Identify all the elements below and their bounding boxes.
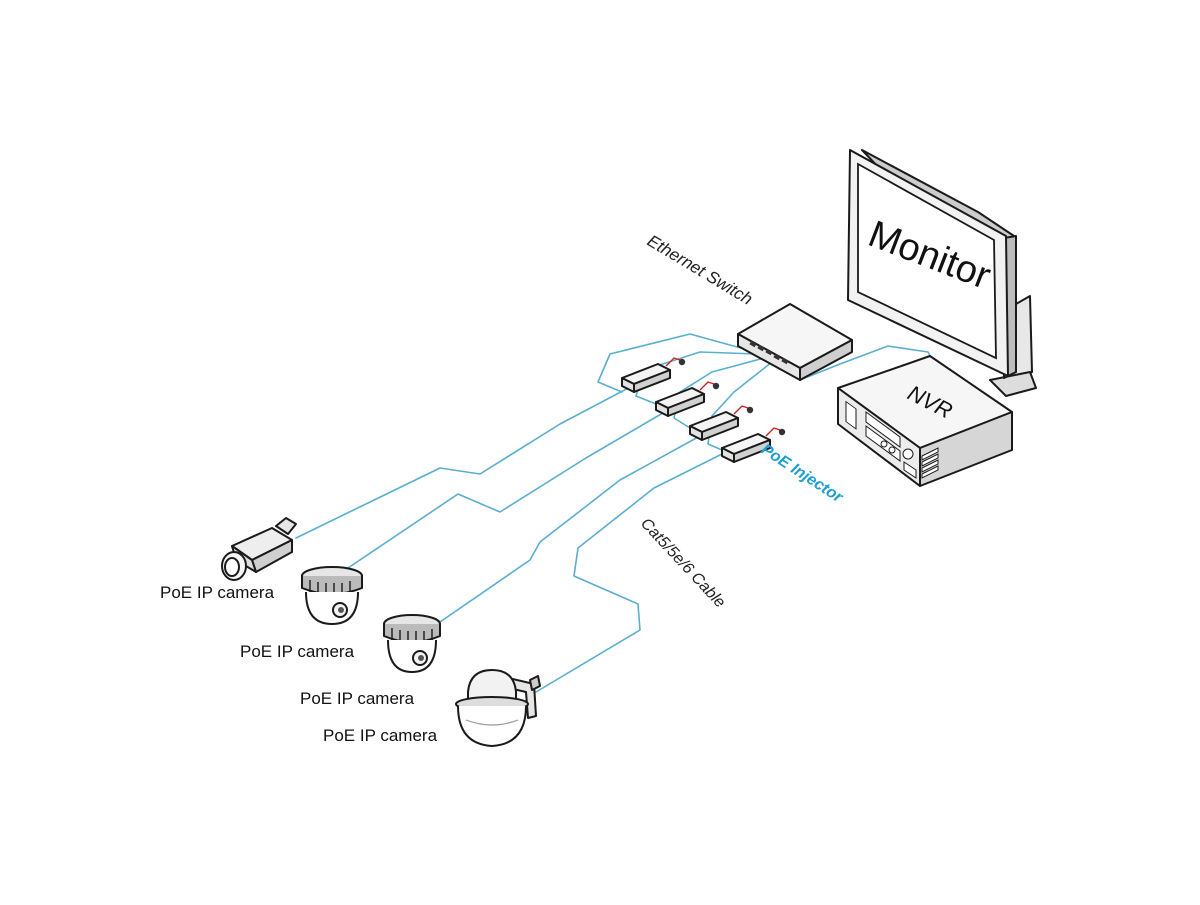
cable-injector-4-camera-4 bbox=[535, 451, 727, 693]
nvr-side bbox=[919, 411, 1013, 487]
camera-label-4: PoE IP camera bbox=[323, 726, 438, 745]
poe-injector-label: PoE Injector bbox=[758, 441, 846, 507]
monitor-screen bbox=[857, 162, 997, 360]
box-camera-icon bbox=[221, 517, 297, 581]
camera-label-2: PoE IP camera bbox=[240, 642, 355, 661]
camera-label-1: PoE IP camera bbox=[160, 583, 275, 602]
cables bbox=[295, 333, 937, 693]
cable-switch-injector-1 bbox=[597, 333, 749, 393]
switch-ports bbox=[749, 340, 789, 365]
cable-label: Cat5/5e/6 Cable bbox=[637, 515, 728, 611]
monitor-icon: Monitor bbox=[847, 149, 1037, 397]
dome-camera-icon bbox=[301, 566, 363, 625]
ethernet-switch-label: Ethernet Switch bbox=[644, 231, 756, 309]
speed-dome-camera-icon bbox=[455, 669, 541, 747]
poe-injector-icon bbox=[655, 381, 720, 417]
nvr-icon: NVR bbox=[837, 355, 1013, 487]
poe-injector-icon bbox=[689, 405, 754, 441]
poe-injector-icon bbox=[621, 357, 686, 393]
cable-switch-injector-4 bbox=[707, 361, 773, 451]
nvr-front-panel bbox=[845, 400, 939, 479]
cable-injector-1-camera-1 bbox=[295, 383, 637, 539]
dome-camera-icon bbox=[383, 614, 441, 673]
monitor-stand-foot bbox=[989, 371, 1037, 397]
cable-injector-3-camera-3 bbox=[439, 435, 701, 623]
poe-injector-icon bbox=[721, 427, 786, 463]
switch-side bbox=[799, 339, 853, 381]
poe-injectors: PoE Injector bbox=[621, 357, 846, 507]
cable-injector-2-camera-2 bbox=[347, 409, 669, 569]
camera-label-3: PoE IP camera bbox=[300, 689, 415, 708]
